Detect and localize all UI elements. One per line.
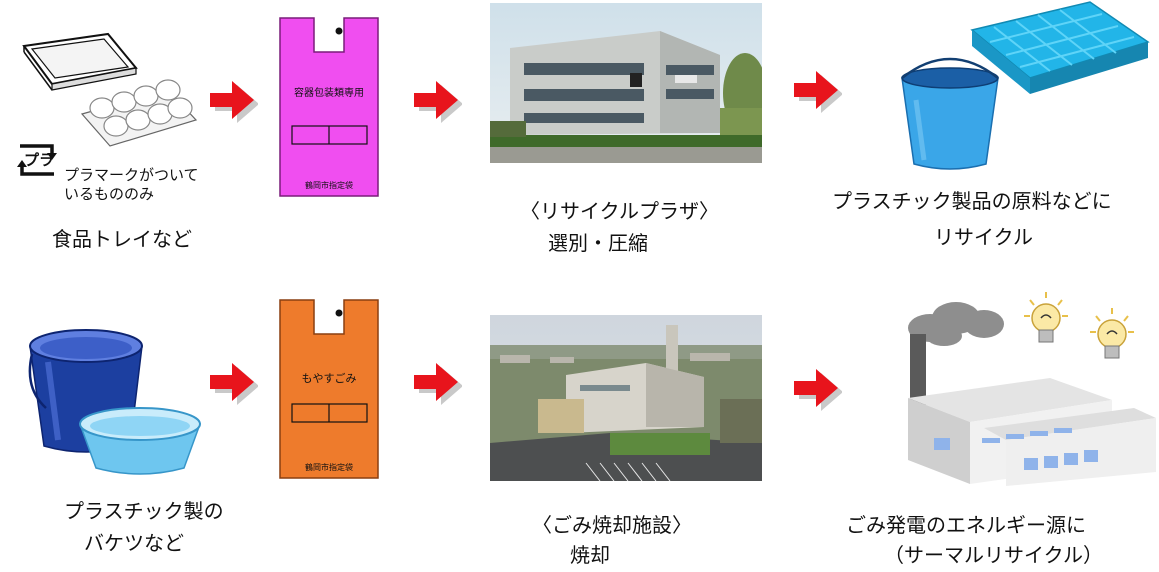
- power-caption-line2: （サーマルリサイクル）: [884, 543, 1103, 567]
- recycled-products-illustration: [901, 1, 1150, 170]
- power-generation-illustration: [908, 292, 1156, 486]
- result-caption-line2: リサイクル: [934, 225, 1033, 249]
- power-caption-line1: ごみ発電のエネルギー源に: [846, 513, 1086, 537]
- pla-mark-icon: プラ: [12, 140, 62, 180]
- bag-bottom-label: 鶴岡市指定袋: [305, 181, 353, 190]
- arrow-right-icon: [210, 363, 258, 405]
- buckets-caption-line2: バケツなど: [84, 531, 184, 555]
- arrow-right-icon: [210, 81, 258, 123]
- food-tray-caption: 食品トレイなど: [52, 227, 192, 251]
- buckets-caption-line1: プラスチック製の: [64, 499, 224, 523]
- recycling-plaza-photo: [490, 3, 762, 163]
- incineration-caption-line1: 〈ごみ焼却施設〉: [532, 513, 692, 537]
- recycling-plaza-caption-line1: 〈リサイクルプラザ〉: [520, 199, 719, 223]
- arrow-right-icon: [414, 363, 462, 405]
- recycle-bag-illustration: 容器包装類専用 鶴岡市指定袋: [278, 16, 380, 198]
- bag-top-label: もやすごみ: [301, 372, 357, 385]
- recycling-plaza-caption-line2: 選別・圧縮: [548, 231, 648, 255]
- arrow-right-icon: [794, 71, 842, 113]
- pla-mark-note-line2: いるもののみ: [64, 185, 155, 203]
- bag-bottom-label: 鶴岡市指定袋: [305, 463, 353, 472]
- incineration-facility-photo: [490, 315, 762, 481]
- burnable-bag-illustration: もやすごみ 鶴岡市指定袋: [278, 298, 380, 480]
- food-tray-illustration: [22, 32, 198, 147]
- arrow-right-icon: [794, 369, 842, 411]
- incineration-caption-line2: 焼却: [570, 543, 610, 567]
- bag-top-label: 容器包装類専用: [294, 88, 364, 99]
- plastic-buckets-illustration: [28, 329, 202, 475]
- pla-mark-note-line1: プラマークがついて: [64, 166, 199, 184]
- arrow-right-icon: [414, 81, 462, 123]
- result-caption-line1: プラスチック製品の原料などに: [832, 189, 1112, 213]
